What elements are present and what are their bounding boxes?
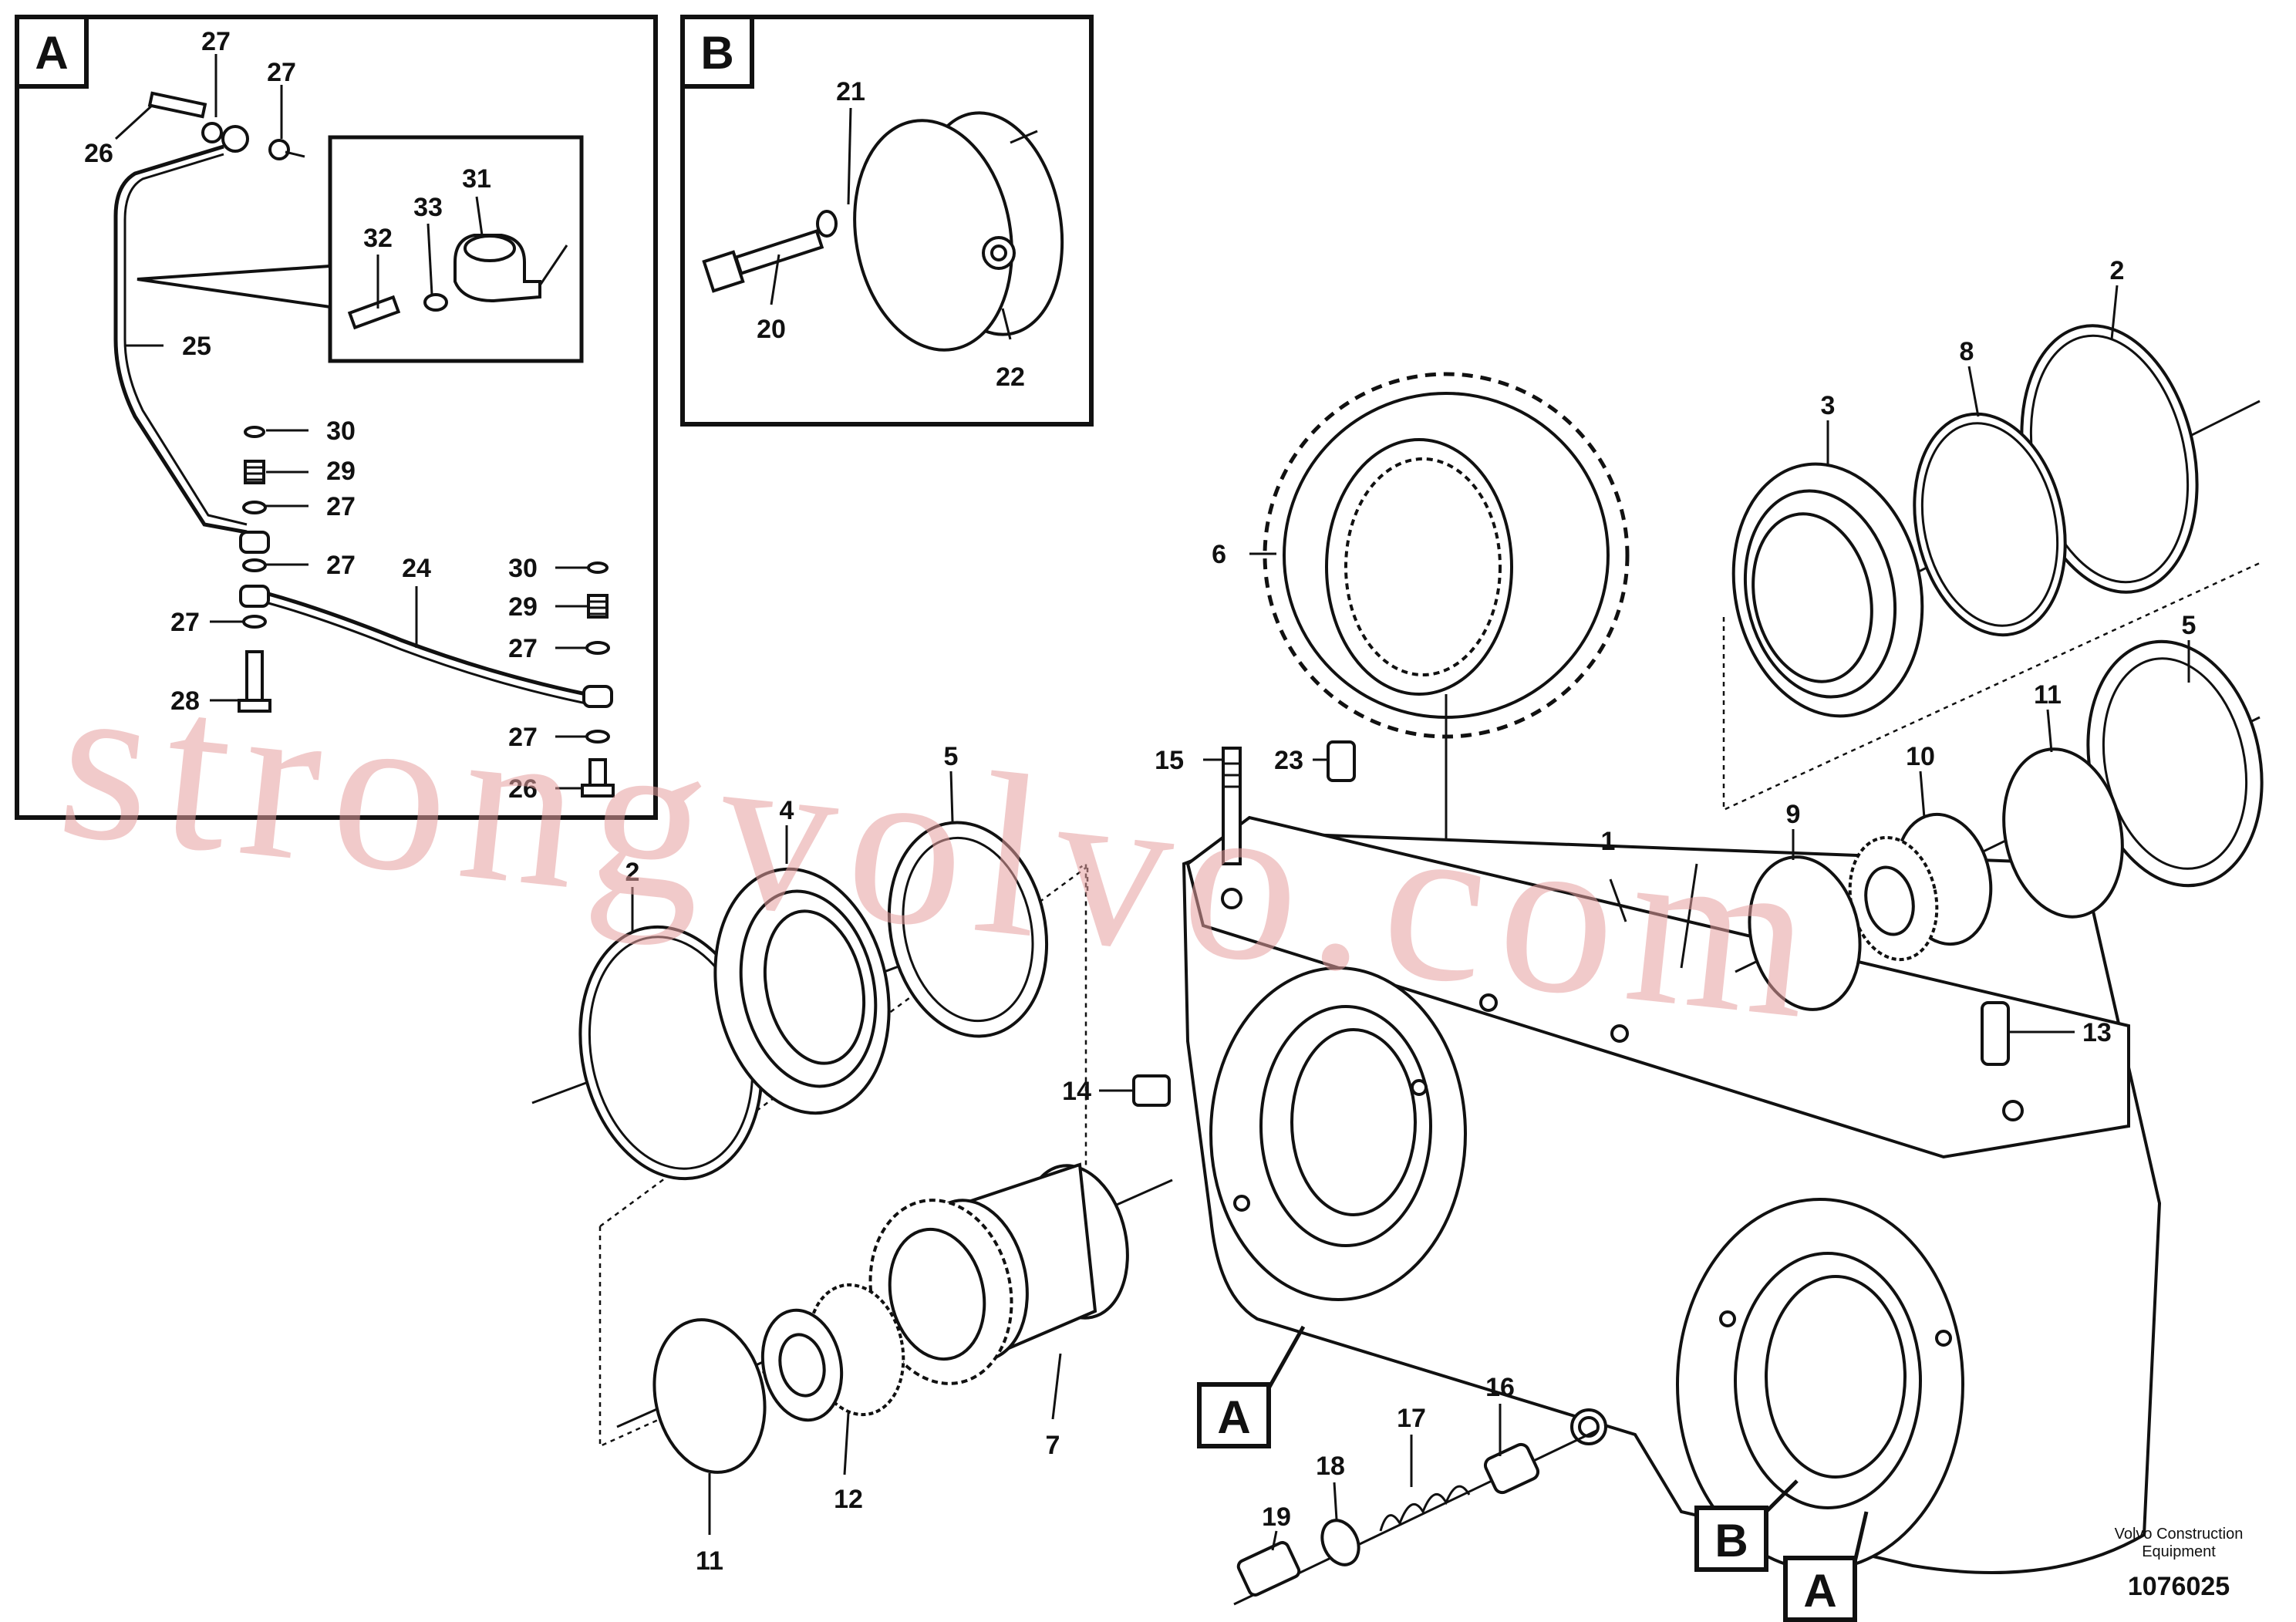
view-marker-a: A	[1217, 1391, 1250, 1443]
callout-5: 5	[944, 742, 959, 771]
callout-2: 2	[625, 858, 640, 887]
pipe-24	[268, 592, 587, 696]
banjo-fitting-right	[582, 685, 613, 708]
callout-18: 18	[1316, 1452, 1345, 1481]
washer-30-left	[244, 426, 265, 438]
bolt-32	[347, 295, 401, 330]
callout-27: 27	[326, 551, 356, 580]
ring-5-left	[887, 821, 1049, 1038]
bolt-20	[733, 229, 824, 275]
callout-22: 22	[996, 363, 1025, 392]
snap-ring-9	[1748, 855, 1862, 1011]
callout-27: 27	[201, 27, 231, 56]
callout-20: 20	[757, 315, 786, 344]
callout-26: 26	[508, 774, 538, 804]
banjo-fitting-left	[239, 531, 270, 554]
washer-33	[423, 293, 448, 312]
callout-21: 21	[836, 77, 865, 106]
view-marker-b: B	[1714, 1515, 1748, 1566]
callout-23: 23	[1274, 746, 1303, 775]
banjo-bolt-26	[147, 91, 207, 119]
callout-27: 27	[267, 58, 296, 87]
housing-top-flange	[1185, 815, 2130, 1159]
inset-b: B 21 20 22	[680, 15, 1094, 427]
detail-pointer	[137, 264, 332, 309]
bore-left	[1290, 1028, 1417, 1216]
plug-19	[1236, 1541, 1301, 1597]
main-exploded-view: A B A 6 1 2 8 3	[531, 256, 2264, 1622]
callout-15: 15	[1155, 746, 1184, 775]
washer	[816, 210, 838, 238]
callout-14: 14	[1062, 1077, 1091, 1106]
callout-33: 33	[413, 193, 443, 222]
pipe-25	[113, 144, 248, 534]
maker-line-1: Volvo Construction	[2115, 1526, 2244, 1543]
pin-13	[1981, 1001, 2010, 1066]
callout-32: 32	[363, 224, 393, 253]
callout-25: 25	[182, 332, 211, 361]
snap-ring-11-left	[652, 1318, 767, 1474]
callout-16: 16	[1485, 1373, 1515, 1402]
callout-30: 30	[326, 416, 356, 446]
callout-27: 27	[508, 634, 538, 663]
drawing-number: 1076025	[2128, 1572, 2230, 1601]
callout-31: 31	[462, 164, 491, 194]
maker-line-2: Equipment	[2142, 1543, 2216, 1560]
detail-box	[328, 135, 584, 363]
callout-1: 1	[1601, 827, 1616, 856]
callout-28: 28	[170, 686, 200, 716]
callout-26: 26	[84, 139, 113, 168]
callout-27: 27	[326, 492, 356, 521]
callout-9: 9	[1786, 800, 1801, 829]
callout-30: 30	[508, 554, 538, 583]
plug-23	[1327, 740, 1356, 782]
callout-29: 29	[326, 457, 356, 486]
inset-a: A	[15, 15, 658, 820]
callout-2: 2	[2110, 256, 2125, 285]
callout-11: 11	[2034, 680, 2062, 710]
callout-24: 24	[402, 554, 431, 583]
callout-29: 29	[508, 592, 538, 622]
o-ring-18	[1320, 1519, 1360, 1566]
stud-15	[1222, 747, 1242, 865]
inset-b-label: B	[700, 27, 733, 79]
bore-right	[1765, 1275, 1907, 1479]
callout-17: 17	[1397, 1404, 1426, 1433]
snap-ring-8	[1913, 412, 2067, 637]
callout-5: 5	[2182, 611, 2197, 640]
nut-14	[1132, 1074, 1171, 1107]
snap-ring-11-right	[2002, 747, 2124, 919]
view-marker-a: A	[1803, 1565, 1836, 1617]
callout-6: 6	[1212, 540, 1226, 569]
callout-13: 13	[2082, 1018, 2112, 1047]
washer-30-right	[587, 561, 609, 574]
callout-10: 10	[1906, 742, 1935, 771]
callout-7: 7	[1046, 1431, 1060, 1460]
callout-3: 3	[1821, 391, 1836, 420]
valve-16	[1483, 1442, 1540, 1495]
callout-11: 11	[696, 1546, 723, 1576]
callout-8: 8	[1960, 337, 1974, 366]
callout-4: 4	[780, 796, 794, 825]
callout-12: 12	[834, 1485, 863, 1514]
callout-19: 19	[1262, 1502, 1291, 1532]
inset-a-label: A	[35, 27, 68, 79]
spring-17	[1379, 1485, 1471, 1532]
callout-27: 27	[170, 608, 200, 637]
cover-21	[853, 119, 1013, 352]
callout-27: 27	[508, 723, 538, 752]
footer: Volvo Construction Equipment 1076025	[2115, 1526, 2244, 1601]
